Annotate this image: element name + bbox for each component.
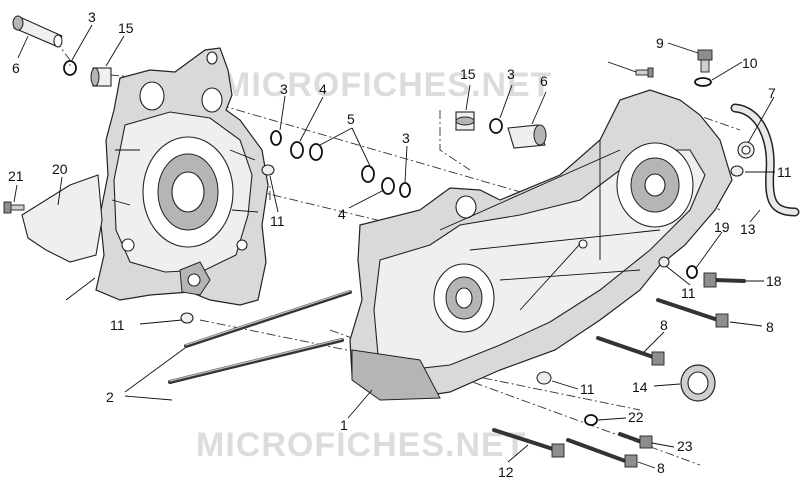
bolt-16 xyxy=(703,272,746,288)
callout-1: 1 xyxy=(340,417,348,433)
o-ring-17 xyxy=(686,265,698,279)
right-crankcase-half xyxy=(349,89,733,401)
callout-6: 6 xyxy=(540,73,548,89)
callout-3: 3 xyxy=(402,130,410,146)
callout-14: 14 xyxy=(632,379,648,395)
callout-19: 21 xyxy=(8,168,24,184)
callout-8: 8 xyxy=(657,460,665,476)
callout-8: 8 xyxy=(766,319,774,335)
watermark-bottom: MICROFICHES.NET xyxy=(196,426,526,464)
callout-15: 15 xyxy=(460,66,476,82)
filler-o-ring xyxy=(694,77,712,87)
o-ring-3c xyxy=(399,182,411,198)
callout-11: 11 xyxy=(777,164,792,180)
callout-3: 3 xyxy=(88,9,96,25)
breather-hose xyxy=(730,103,800,217)
seal-4a xyxy=(290,141,304,159)
breather-fitting xyxy=(635,67,654,78)
callout-9: 9 xyxy=(656,35,664,51)
washer-20 xyxy=(584,414,598,426)
callout-20: 22 xyxy=(628,409,644,425)
o-ring-3b xyxy=(270,130,282,146)
bolt-8b xyxy=(596,336,665,366)
callout-labels: 6 3 15 3 4 5 3 4 11 11 20 21 2 1 15 3 6 … xyxy=(8,9,792,480)
right-bush-15 xyxy=(455,111,475,131)
callout-11: 11 xyxy=(110,317,125,333)
cover-screw xyxy=(3,201,25,214)
callout-11: 11 xyxy=(270,213,285,229)
dowel-11e xyxy=(658,256,670,268)
circlip-5a xyxy=(309,143,323,161)
o-ring-3a xyxy=(63,60,77,76)
callout-16: 18 xyxy=(766,273,782,289)
bearing-7 xyxy=(737,141,755,159)
callout-5: 5 xyxy=(347,111,355,127)
bolt-8c xyxy=(566,438,638,468)
bolt-12 xyxy=(492,428,565,458)
callout-3: 3 xyxy=(280,81,288,97)
dowel-11d xyxy=(730,165,744,177)
circlip-5b xyxy=(361,165,375,183)
long-studs xyxy=(168,290,352,384)
bolt-8a xyxy=(656,298,729,328)
left-shaft-bushing xyxy=(12,15,63,48)
callout-3: 3 xyxy=(507,66,515,82)
left-bush-15 xyxy=(90,67,112,87)
callout-7: 7 xyxy=(768,85,776,101)
callout-6: 6 xyxy=(12,60,20,76)
callout-17: 19 xyxy=(714,219,730,235)
right-shaft-bushing xyxy=(507,124,547,149)
callout-11: 11 xyxy=(580,381,595,397)
o-ring-3d xyxy=(489,118,503,134)
watermark-top: MICROFICHES.NET xyxy=(222,66,552,104)
callout-15: 15 xyxy=(118,20,134,36)
dowel-11a xyxy=(261,164,275,176)
left-crankcase-half xyxy=(95,47,269,306)
bolt-21 xyxy=(618,432,653,449)
dowel-11b xyxy=(180,312,194,324)
seal-4b xyxy=(381,177,395,195)
oil-seal-14 xyxy=(680,364,716,402)
callout-11: 11 xyxy=(681,285,696,301)
callout-8: 8 xyxy=(660,317,668,333)
callout-12: 12 xyxy=(498,464,514,480)
oil-filler-plug xyxy=(697,49,713,73)
left-cover-gasket xyxy=(21,174,103,263)
dowel-11c xyxy=(536,371,552,385)
callout-10: 10 xyxy=(742,55,758,71)
callout-4: 4 xyxy=(338,206,346,222)
callout-21: 23 xyxy=(677,438,693,454)
callout-13: 13 xyxy=(740,221,756,237)
callout-18: 20 xyxy=(52,161,68,177)
leader-lines xyxy=(13,24,775,469)
callout-2: 2 xyxy=(106,389,114,405)
callout-4: 4 xyxy=(319,81,327,97)
